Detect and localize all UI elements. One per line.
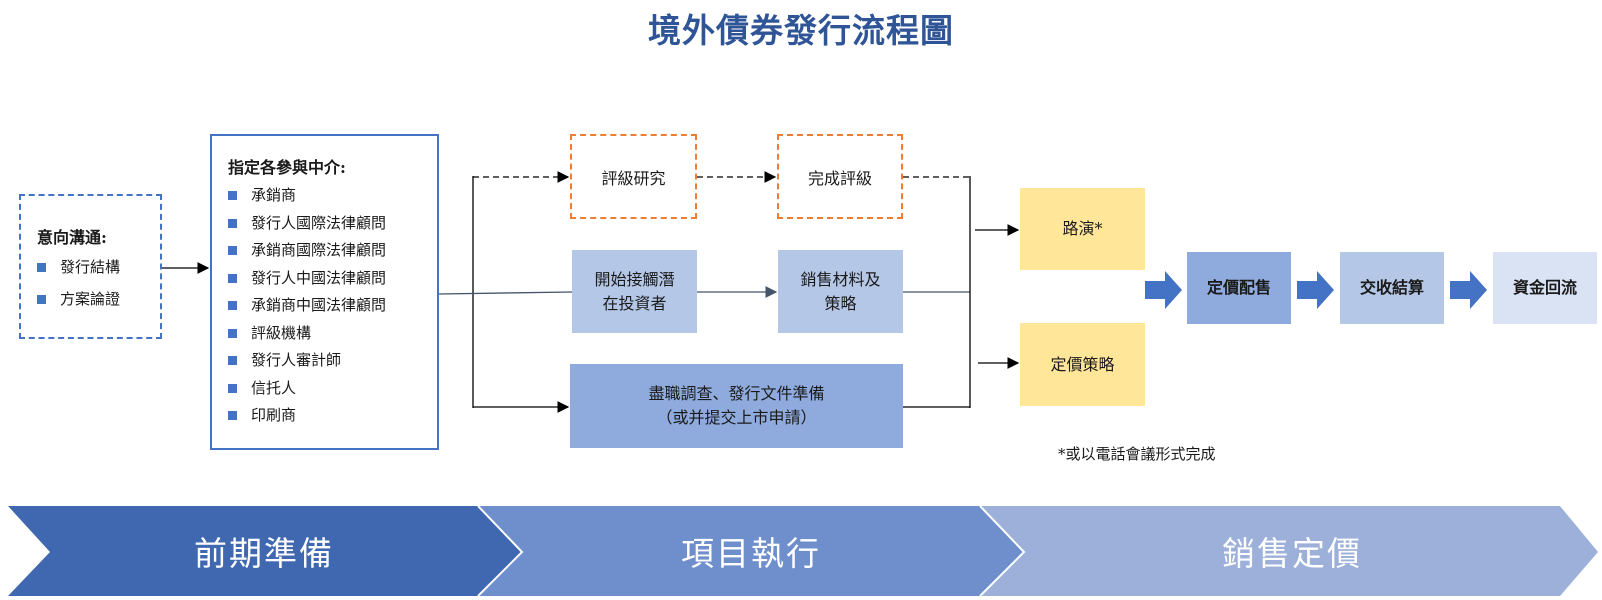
footnote: *或以電話會議形式完成 [1058, 445, 1216, 463]
page-title: 境外債券發行流程圖 [648, 11, 954, 50]
bullet-square-icon [228, 356, 237, 366]
list-item: 承銷商國際法律顧問 [228, 237, 437, 265]
block-arrow-2 [1297, 271, 1334, 309]
bullet-square-icon [228, 383, 237, 393]
list-item: 承銷商中國法律顧問 [228, 292, 437, 320]
bullet-square-icon [37, 263, 46, 273]
list-item: 發行結構 [37, 254, 160, 282]
list-item: 印刷商 [228, 402, 437, 430]
rating-complete-box: 完成評級 [777, 134, 903, 219]
rating-research-box: 評級研究 [570, 134, 697, 219]
intent-list: 發行結構 方案論證 [37, 254, 160, 313]
sales-materials-box: 銷售材料及 策略 [778, 250, 903, 333]
intermediaries-heading: 指定各參與中介 [228, 158, 341, 177]
intermediaries-list: 承銷商 發行人國際法律顧問 承銷商國際法律顧問 發行人中國法律顧問 承銷商中國法… [228, 182, 437, 430]
due-diligence-box: 盡職調查、發行文件準備 （或并提交上市申請） [570, 364, 903, 448]
bullet-square-icon [37, 294, 46, 304]
intent-box: 意向溝通: 發行結構 方案論證 [19, 194, 162, 339]
bullet-square-icon [228, 246, 237, 256]
list-item: 方案論證 [37, 286, 160, 314]
bullet-square-icon [228, 411, 237, 421]
block-arrow-3 [1450, 271, 1487, 309]
bullet-square-icon [228, 191, 237, 201]
intermediaries-box: 指定各參與中介: 承銷商 發行人國際法律顧問 承銷商國際法律顧問 發行人中國法律… [210, 134, 439, 450]
list-item: 評級機構 [228, 320, 437, 348]
bullet-square-icon [228, 273, 237, 283]
roadshow-box: 路演* [1020, 188, 1145, 270]
contact-investors-box: 開始接觸潛 在投資者 [572, 250, 697, 333]
fund-return-box: 資金回流 [1493, 252, 1597, 324]
list-item: 發行人中國法律顧問 [228, 265, 437, 293]
bullet-square-icon [228, 328, 237, 338]
pricing-strategy-box: 定價策略 [1020, 323, 1145, 406]
list-item: 承銷商 [228, 182, 437, 210]
bullet-square-icon [228, 218, 237, 228]
bullet-square-icon [228, 301, 237, 311]
list-item: 信托人 [228, 375, 437, 403]
settlement-box: 交收結算 [1340, 252, 1444, 324]
block-arrow-1 [1145, 271, 1182, 309]
line-intermediaries-to-contact [438, 291, 573, 295]
phase-chevron-1 [8, 506, 522, 596]
phase-label-execution: 項目執行 [681, 534, 821, 573]
pricing-allocation-box: 定價配售 [1187, 252, 1291, 324]
phase-label-sales-pricing: 銷售定價 [1222, 534, 1362, 573]
phase-chevron-3 [980, 506, 1598, 596]
intent-heading: 意向溝通 [37, 228, 102, 247]
list-item: 發行人審計師 [228, 347, 437, 375]
phase-label-preparation: 前期準備 [194, 534, 334, 573]
phase-chevron-2 [478, 506, 1024, 596]
list-item: 發行人國際法律顧問 [228, 210, 437, 238]
